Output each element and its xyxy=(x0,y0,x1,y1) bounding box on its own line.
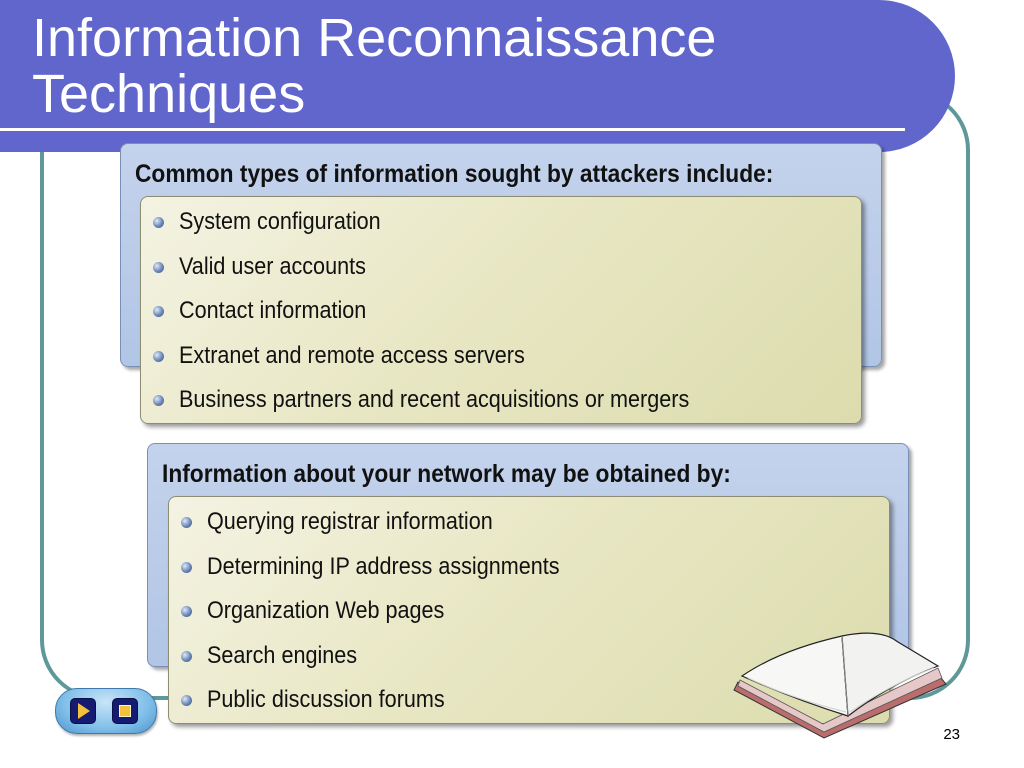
network-info-list: Querying registrar information Determini… xyxy=(181,507,599,730)
slide-title-line-1: Information Reconnaissance xyxy=(32,8,717,68)
bullet-sphere-icon xyxy=(181,561,192,573)
list-item: Querying registrar information xyxy=(181,507,599,552)
attacker-info-list-box: System configuration Valid user accounts… xyxy=(140,196,862,424)
bullet-sphere-icon xyxy=(181,606,192,617)
slide-title-line-2: Techniques xyxy=(32,64,306,124)
slide-number: 23 xyxy=(943,726,960,743)
network-info-heading: Information about your network may be ob… xyxy=(162,460,731,488)
play-icon xyxy=(78,703,90,719)
list-item: Contact information xyxy=(153,296,746,341)
play-button[interactable] xyxy=(70,698,96,724)
open-book-icon xyxy=(733,632,947,739)
list-item: Public discussion forums xyxy=(181,685,599,730)
title-underline xyxy=(0,128,905,131)
slide-navigation xyxy=(55,688,157,734)
stop-icon xyxy=(119,705,131,717)
attacker-info-list: System configuration Valid user accounts… xyxy=(153,207,746,430)
list-item: Search engines xyxy=(181,641,599,686)
stop-button[interactable] xyxy=(112,698,138,724)
bullet-sphere-icon xyxy=(181,517,192,528)
bullet-sphere-icon xyxy=(153,261,164,273)
list-item: Business partners and recent acquisition… xyxy=(153,385,746,430)
bullet-sphere-icon xyxy=(181,650,192,662)
list-item: Extranet and remote access servers xyxy=(153,341,746,386)
title-bar: Information Reconnaissance Techniques xyxy=(0,0,955,152)
bullet-sphere-icon xyxy=(153,395,164,406)
list-item: System configuration xyxy=(153,207,746,252)
bullet-sphere-icon xyxy=(153,350,164,362)
bullet-sphere-icon xyxy=(153,306,164,317)
list-item: Valid user accounts xyxy=(153,252,746,297)
list-item: Determining IP address assignments xyxy=(181,552,599,597)
list-item: Organization Web pages xyxy=(181,596,599,641)
slide-title: Information Reconnaissance Techniques xyxy=(32,10,912,122)
bullet-sphere-icon xyxy=(181,695,192,706)
attacker-info-heading: Common types of information sought by at… xyxy=(135,160,774,188)
bullet-sphere-icon xyxy=(153,217,164,228)
